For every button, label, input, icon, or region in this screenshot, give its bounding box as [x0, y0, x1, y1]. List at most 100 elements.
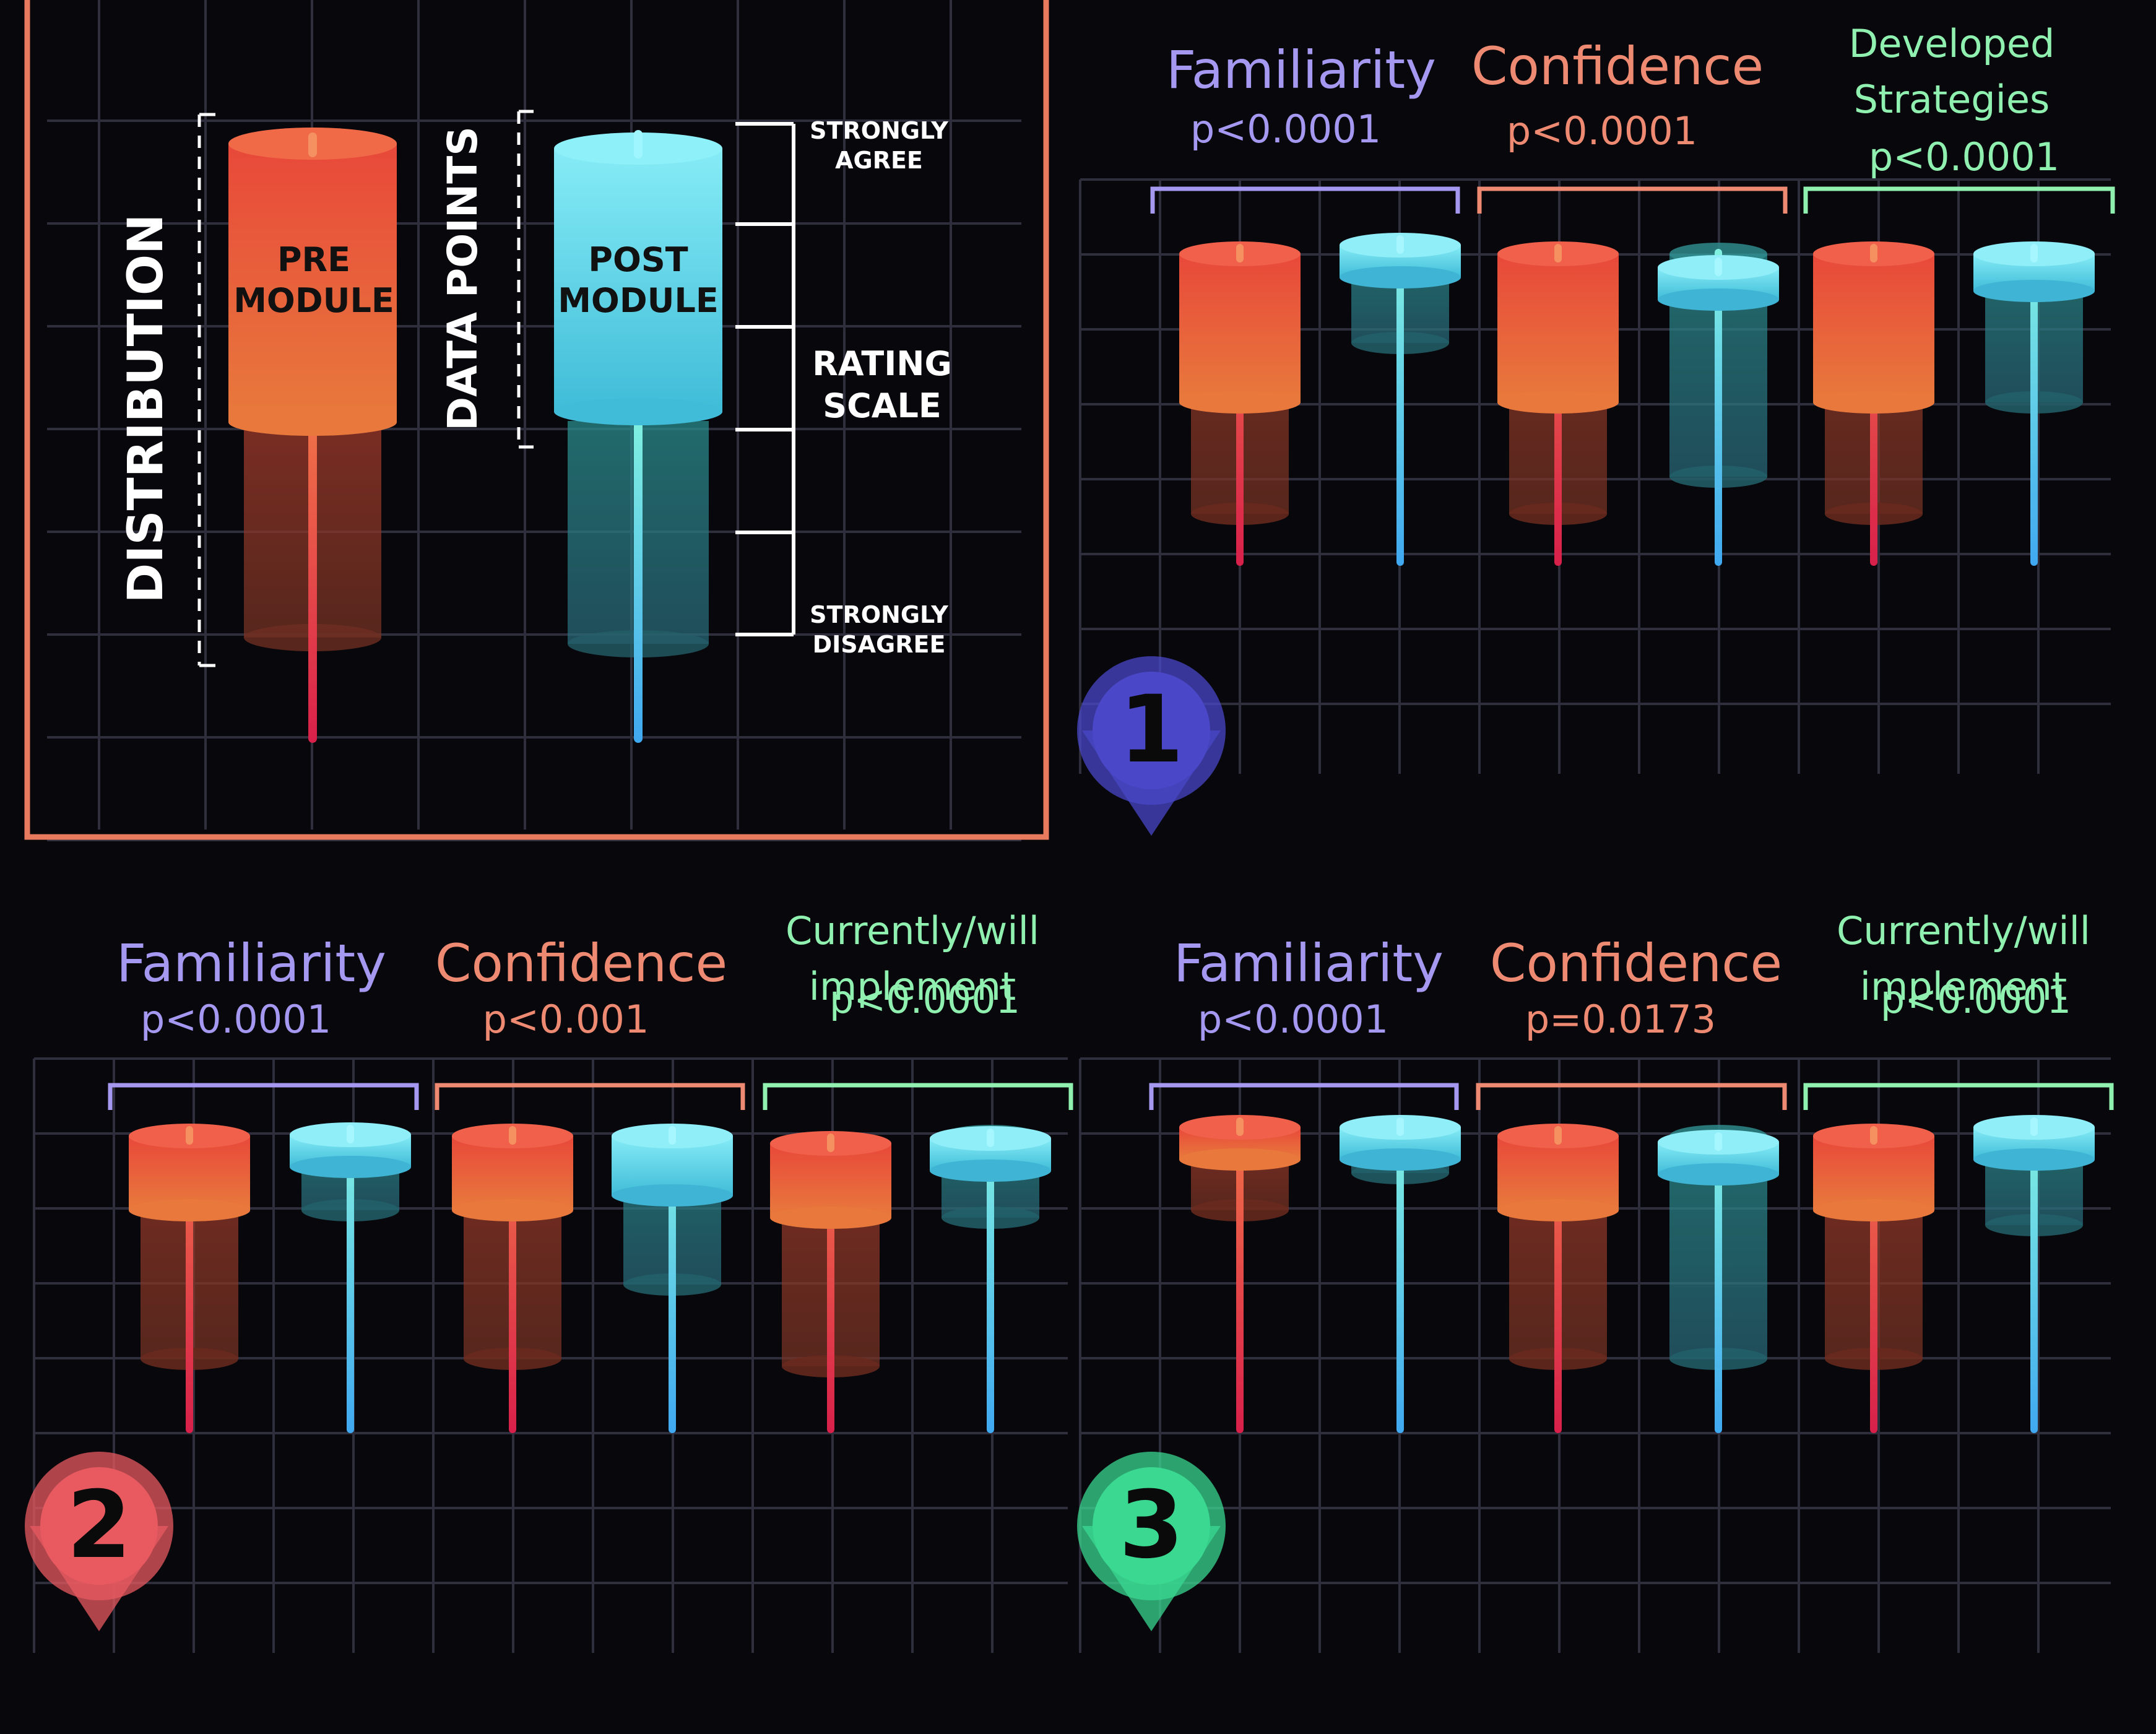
- significance-bracket: [1803, 186, 2115, 214]
- post-whisker: [987, 1131, 994, 1433]
- post-whisker: [2030, 1131, 2038, 1433]
- scale-bottom-line1: STRONGLY: [810, 601, 948, 628]
- significance-bracket: [1477, 186, 1788, 214]
- panel-badge: 3: [1077, 1452, 1226, 1631]
- legend-pre-label-line2: MODULE: [233, 281, 394, 320]
- pre-stem-cap: [827, 1134, 834, 1152]
- significance-bracket: [763, 1083, 1073, 1110]
- pre-data-points: [1497, 254, 1619, 402]
- scale-middle-line2: SCALE: [823, 386, 942, 425]
- panel-number: 1: [1119, 676, 1184, 784]
- p-value-label: p<0.0001: [1198, 997, 1388, 1042]
- post-stem-cap: [669, 1126, 676, 1145]
- p-value-label: p<0.001: [483, 997, 649, 1042]
- post-stem-cap: [1715, 258, 1722, 276]
- group-title: implement: [809, 964, 1016, 1009]
- rating-scale: [735, 122, 795, 636]
- pre-stem-cap: [1236, 1117, 1244, 1136]
- pre-stem-cap: [1554, 1126, 1562, 1145]
- post-data-points-bottom: [612, 1184, 733, 1207]
- pre-stem-cap: [1236, 244, 1244, 262]
- legend-panel: DISTRIBUTION PRE MODULE DATA POINTS: [24, 0, 1049, 841]
- pre-whisker: [1236, 1131, 1244, 1433]
- panel-badge: 1: [1077, 656, 1226, 836]
- post-data-points-bottom: [1340, 266, 1461, 288]
- group-title: Confidence: [1490, 933, 1782, 994]
- data-points-label: DATA POINTS: [439, 126, 487, 431]
- post-data-points-bottom: [1973, 1148, 2095, 1171]
- significance-bracket: [1149, 1083, 1459, 1110]
- group-title: Familiarity: [1174, 933, 1444, 994]
- pre-data-points: [1813, 254, 1934, 402]
- pre-data-points-bottom: [1497, 391, 1619, 414]
- post-stem-cap: [2030, 244, 2038, 262]
- post-whisker: [1396, 1131, 1404, 1433]
- pre-data-points-bottom: [452, 1199, 573, 1221]
- pre-data-points: [1179, 254, 1301, 402]
- post-whisker: [2030, 249, 2038, 566]
- significance-bracket: [1150, 186, 1460, 214]
- post-stem-cap: [1396, 235, 1404, 254]
- post-data-points-bottom: [290, 1156, 411, 1178]
- group-title: Developed: [1849, 21, 2055, 66]
- pre-stem-cap: [1870, 244, 1877, 262]
- pre-data-points-bottom: [1179, 391, 1301, 414]
- chart-panel-1: Familiarityp<0.0001Confidencep<0.0001Dev…: [1077, 21, 2115, 836]
- post-stem-cap: [2030, 1117, 2038, 1136]
- post-whisker: [1396, 249, 1404, 566]
- significance-bracket: [108, 1083, 419, 1110]
- post-stem-cap: [1396, 1117, 1404, 1136]
- group-title: Currently/will: [786, 908, 1039, 953]
- legend-post-label-line2: MODULE: [558, 281, 719, 320]
- scale-top-line2: AGREE: [835, 147, 923, 174]
- significance-bracket: [1803, 1083, 2114, 1110]
- group-title: Strategies: [1854, 77, 2050, 122]
- legend-pre-label-line1: PRE: [277, 240, 350, 279]
- post-data-points-bottom: [1658, 1163, 1779, 1186]
- post-data-points-bottom: [1658, 288, 1779, 311]
- post-stem-cap: [347, 1125, 354, 1143]
- pre-data-points-bottom: [1179, 1148, 1301, 1171]
- scale-bottom-line2: DISAGREE: [813, 631, 946, 658]
- p-value-label: p<0.0001: [1869, 134, 2059, 180]
- pre-stem-cap: [186, 1126, 193, 1145]
- p-value-label: p<0.0001: [1881, 977, 2071, 1022]
- data-points-bracket: [517, 110, 534, 449]
- significance-bracket: [435, 1083, 745, 1110]
- group-title: Currently/will: [1837, 908, 2090, 953]
- pre-stem-cap: [1554, 244, 1562, 262]
- post-stem-cap: [987, 1129, 994, 1147]
- group-title: Familiarity: [116, 933, 386, 994]
- scale-top-line1: STRONGLY: [810, 117, 948, 144]
- panel-badge: 2: [25, 1452, 173, 1631]
- significance-bracket: [1476, 1083, 1787, 1110]
- pre-data-points-bottom: [1497, 1199, 1619, 1221]
- pre-stem-cap: [1870, 1126, 1877, 1145]
- chart-panel-3: Familiarityp<0.0001Confidencep=0.0173Cur…: [1077, 908, 2114, 1653]
- legend-post-label-line1: POST: [588, 240, 688, 279]
- post-data-points-bottom: [930, 1160, 1051, 1182]
- badge-pin-inner: [1093, 672, 1210, 789]
- legend-post-module: POST MODULE: [554, 130, 722, 743]
- distribution-label: DISTRIBUTION: [118, 214, 174, 604]
- group-title: Confidence: [435, 933, 727, 994]
- panel-number: 3: [1119, 1472, 1184, 1579]
- post-data-points-bottom: [1340, 1148, 1461, 1171]
- badge-pin-inner: [1093, 1467, 1210, 1585]
- pre-data-points-bottom: [1813, 1199, 1934, 1221]
- post-whisker: [1715, 249, 1722, 566]
- legend-pre-module: PRE MODULE: [228, 128, 397, 743]
- panel-number: 2: [67, 1472, 131, 1579]
- legend-frame: [24, 0, 1049, 840]
- pre-data-points-bottom: [770, 1207, 891, 1229]
- p-value-label: p<0.0001: [1190, 106, 1381, 152]
- p-value-label: p<0.0001: [829, 977, 1020, 1022]
- post-whisker: [347, 1131, 354, 1433]
- post-data-points-bottom: [1973, 280, 2095, 302]
- post-whisker: [1715, 1131, 1722, 1433]
- group-title: Familiarity: [1166, 40, 1436, 100]
- p-value-label: p<0.0001: [1507, 108, 1697, 154]
- badge-pin-inner: [40, 1467, 158, 1585]
